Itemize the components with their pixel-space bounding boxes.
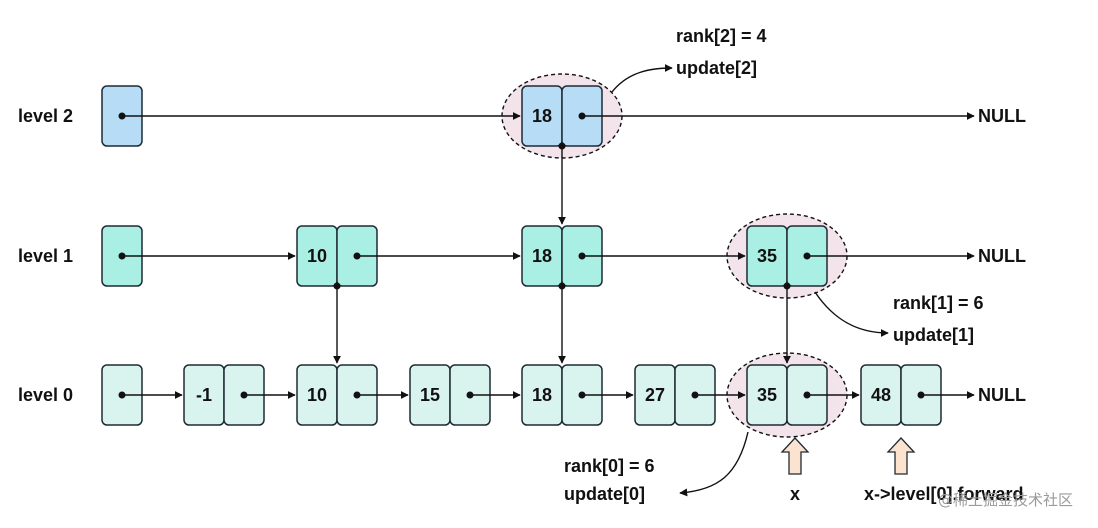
x-pointer-icon — [780, 437, 810, 475]
watermark: @稀土掘金技术社区 — [938, 491, 1073, 509]
rank0-label: rank[0] = 6 — [564, 456, 655, 476]
rank1-label: rank[1] = 6 — [893, 293, 984, 313]
node-value: 15 — [420, 385, 440, 405]
node-value: 35 — [757, 385, 777, 405]
level-0-label: level 0 — [18, 385, 73, 405]
node-value: 35 — [757, 246, 777, 266]
level-0-null: NULL — [978, 385, 1026, 405]
node-value: 48 — [871, 385, 891, 405]
level-1-null: NULL — [978, 246, 1026, 266]
node-value: 18 — [532, 246, 552, 266]
x-forward-pointer-icon — [886, 437, 916, 475]
node-value: 10 — [307, 246, 327, 266]
level-0-node-15: 15 — [409, 364, 491, 426]
annotation-arrows — [611, 64, 889, 497]
node-value: 18 — [532, 385, 552, 405]
forward-pointers — [122, 112, 975, 399]
level-1-node-10: 10 — [296, 225, 378, 287]
x-label: x — [790, 484, 800, 504]
node-value: -1 — [196, 385, 212, 405]
x-forward-label: x->level[0].forward — [864, 484, 1024, 504]
node-value: 10 — [307, 385, 327, 405]
level-2-null: NULL — [978, 106, 1026, 126]
update1-label: update[1] — [893, 325, 974, 345]
level-2-node-18: 18 — [521, 85, 603, 147]
level-1-label: level 1 — [18, 246, 73, 266]
level-2-label: level 2 — [18, 106, 73, 126]
rank2-label: rank[2] = 4 — [676, 26, 767, 46]
node-value: 18 — [532, 106, 552, 126]
pointer-dots — [118, 112, 925, 399]
update0-label: update[0] — [564, 484, 645, 504]
update2-label: update[2] — [676, 58, 757, 78]
down-pointers — [333, 146, 791, 364]
node-value: 27 — [645, 385, 665, 405]
